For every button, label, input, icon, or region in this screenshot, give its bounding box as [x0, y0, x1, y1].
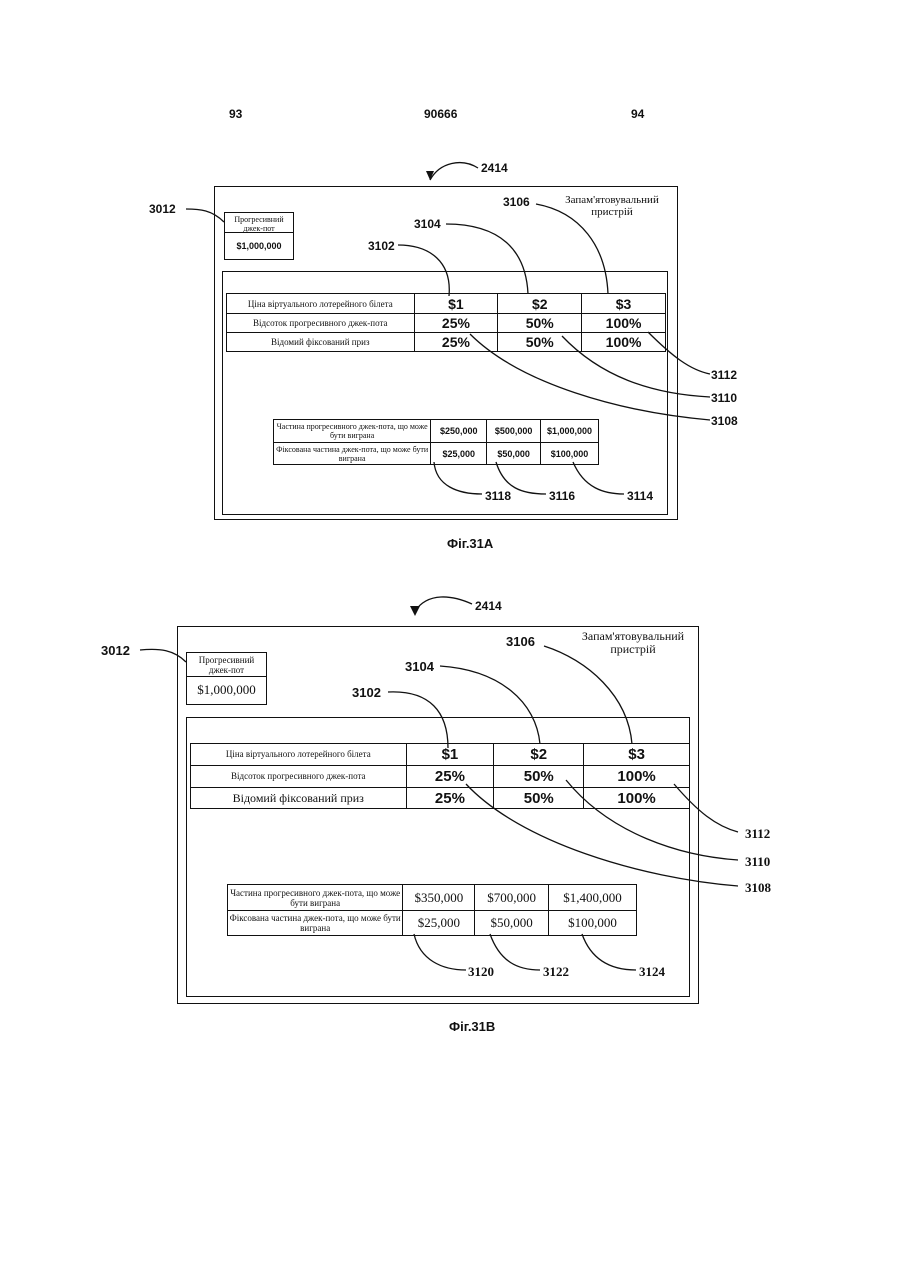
ref-3102-a: 3102	[368, 239, 395, 253]
jackpot-value-b: $1,000,000	[187, 677, 266, 698]
row-label: Ціна віртуального лотерейного білета	[227, 294, 415, 314]
figure-caption-a: Фіг.31А	[447, 536, 493, 551]
ref-3104-a: 3104	[414, 217, 441, 231]
cell-value: $500,000	[487, 420, 541, 443]
ref-3124-b: 3124	[639, 964, 665, 980]
memory-device-label-b: Запам'ятовувальний пристрій	[568, 630, 698, 656]
memory-device-label-a: Запам'ятовувальний пристрій	[552, 194, 672, 218]
table-row: Фіксована частина джек-пота, що може бут…	[274, 443, 599, 465]
jackpot-value-a: $1,000,000	[225, 233, 293, 251]
ticket-table-a: Ціна віртуального лотерейного білета $1 …	[226, 293, 666, 352]
row-label: Фіксована частина джек-пота, що може бут…	[274, 443, 431, 465]
ref-3106-b: 3106	[506, 634, 535, 649]
cell-value: $250,000	[431, 420, 487, 443]
jackpot-title-b: Прогресивний джек-пот	[187, 653, 266, 677]
row-label: Частина прогресивного джек-пота, що може…	[274, 420, 431, 443]
table-row: Частина прогресивного джек-пота, що може…	[228, 885, 637, 911]
row-label: Частина прогресивного джек-пота, що може…	[228, 885, 403, 911]
cell-value: 100%	[584, 766, 690, 788]
table-row: Ціна віртуального лотерейного білета $1 …	[191, 744, 690, 766]
ref-3102-b: 3102	[352, 685, 381, 700]
ref-3120-b: 3120	[468, 964, 494, 980]
ticket-table-b: Ціна віртуального лотерейного білета $1 …	[190, 743, 690, 809]
ref-3116-a: 3116	[549, 489, 575, 503]
jackpot-title-a: Прогресивний джек-пот	[225, 213, 293, 233]
cell-value: 100%	[584, 788, 690, 809]
ref-3106-a: 3106	[503, 195, 530, 209]
table-row: Частина прогресивного джек-пота, що може…	[274, 420, 599, 443]
cell-value: 25%	[414, 314, 498, 333]
ref-3108-b: 3108	[745, 880, 771, 896]
cell-value: 50%	[498, 333, 582, 352]
ref-3114-a: 3114	[627, 489, 653, 503]
ref-3012-b: 3012	[101, 643, 130, 658]
cell-value: $100,000	[541, 443, 599, 465]
winnings-table-a: Частина прогресивного джек-пота, що може…	[273, 419, 599, 465]
ref-2414-a: 2414	[481, 161, 508, 175]
cell-value: $1,000,000	[541, 420, 599, 443]
cell-value: $3	[582, 294, 666, 314]
cell-value: $50,000	[475, 911, 549, 936]
table-row: Відсоток прогресивного джек-пота 25% 50%…	[191, 766, 690, 788]
cell-value: 100%	[582, 314, 666, 333]
ref-3118-a: 3118	[485, 489, 511, 503]
cell-value: $25,000	[431, 443, 487, 465]
jackpot-box-a: Прогресивний джек-пот $1,000,000	[224, 212, 294, 260]
ref-3110-b: 3110	[745, 854, 770, 870]
cell-value: $1,400,000	[549, 885, 637, 911]
cell-value: $1	[406, 744, 494, 766]
cell-value: $350,000	[403, 885, 475, 911]
ref-3012-a: 3012	[149, 202, 176, 216]
cell-value: 100%	[582, 333, 666, 352]
ref-2414-b: 2414	[475, 599, 502, 613]
ref-3104-b: 3104	[405, 659, 434, 674]
cell-value: $1	[414, 294, 498, 314]
cell-value: 25%	[406, 766, 494, 788]
ref-3110-a: 3110	[711, 391, 737, 405]
cell-value: $2	[494, 744, 584, 766]
table-row: Ціна віртуального лотерейного білета $1 …	[227, 294, 666, 314]
row-label: Відсоток прогресивного джек-пота	[191, 766, 407, 788]
cell-value: $25,000	[403, 911, 475, 936]
row-label: Відсоток прогресивного джек-пота	[227, 314, 415, 333]
cell-value: 25%	[406, 788, 494, 809]
cell-value: 50%	[494, 788, 584, 809]
row-label: Відомий фіксований приз	[227, 333, 415, 352]
cell-value: $3	[584, 744, 690, 766]
cell-value: 50%	[498, 314, 582, 333]
cell-value: $50,000	[487, 443, 541, 465]
row-label: Фіксована частина джек-пота, що може бут…	[228, 911, 403, 936]
ref-3122-b: 3122	[543, 964, 569, 980]
table-row: Відомий фіксований приз 25% 50% 100%	[227, 333, 666, 352]
cell-value: $100,000	[549, 911, 637, 936]
table-row: Фіксована частина джек-пота, що може бут…	[228, 911, 637, 936]
winnings-table-b: Частина прогресивного джек-пота, що може…	[227, 884, 637, 936]
cell-value: 25%	[414, 333, 498, 352]
jackpot-box-b: Прогресивний джек-пот $1,000,000	[186, 652, 267, 705]
table-row: Відсоток прогресивного джек-пота 25% 50%…	[227, 314, 666, 333]
cell-value: 50%	[494, 766, 584, 788]
row-label: Ціна віртуального лотерейного білета	[191, 744, 407, 766]
ref-3112-a: 3112	[711, 368, 737, 382]
cell-value: $700,000	[475, 885, 549, 911]
row-label: Відомий фіксований приз	[191, 788, 407, 809]
figure-caption-b: Фіг.31В	[449, 1019, 495, 1034]
ref-3112-b: 3112	[745, 826, 770, 842]
cell-value: $2	[498, 294, 582, 314]
ref-3108-a: 3108	[711, 414, 738, 428]
table-row: Відомий фіксований приз 25% 50% 100%	[191, 788, 690, 809]
